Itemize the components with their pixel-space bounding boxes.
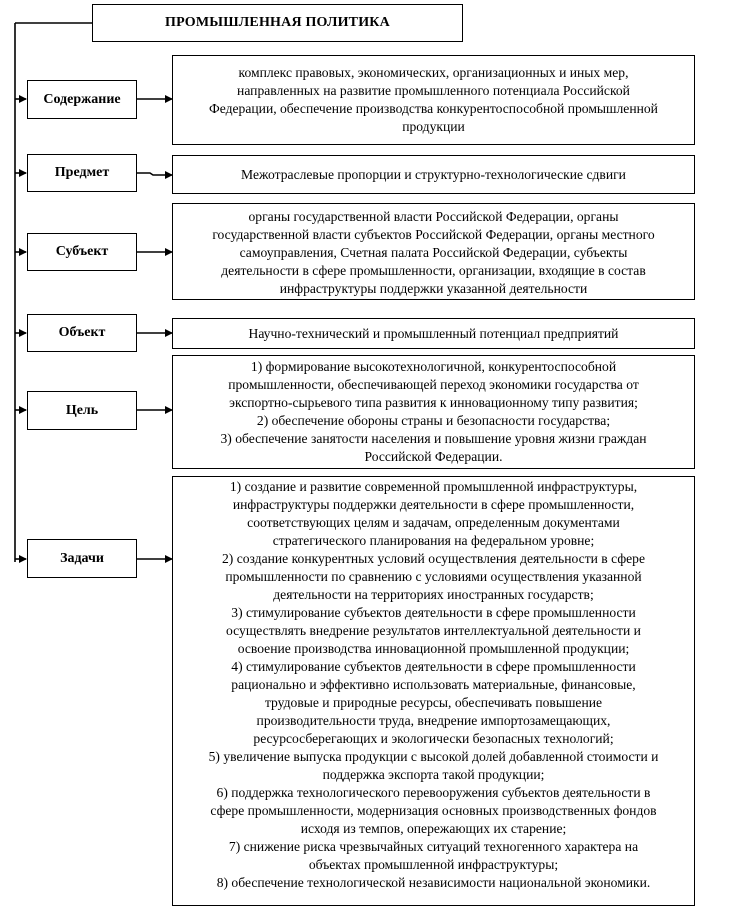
content-line: 2) создание конкурентных условий осущест… xyxy=(222,551,645,566)
content-line: сфере промышленности, модернизация основ… xyxy=(210,803,657,818)
content-line: органы государственной власти Российской… xyxy=(248,209,619,224)
label-tsel: Цель xyxy=(27,391,137,430)
content-line: инфраструктуры поддержки деятельности в … xyxy=(232,497,635,512)
content-line: государственной власти субъектов Российс… xyxy=(212,227,655,242)
content-line: 8) обеспечение технологической независим… xyxy=(216,875,651,890)
link-arrow-2 xyxy=(137,171,173,179)
content-line: продукции xyxy=(402,119,465,134)
content-line: промышленности, обеспечивающей переход э… xyxy=(228,377,639,392)
content-line: самоуправления, Счетная палата Российско… xyxy=(239,245,628,260)
content-tsel: 1) формирование высокотехнологичной, кон… xyxy=(172,355,695,469)
content-line: деятельности на территориях иностранных … xyxy=(273,587,594,602)
content-line: промышленности по сравнению с условиями … xyxy=(225,569,642,584)
content-zadachi: 1) создание и развитие современной промы… xyxy=(172,476,695,906)
content-subekt: органы государственной власти Российской… xyxy=(172,203,695,300)
content-line: 2) обеспечение обороны страны и безопасн… xyxy=(256,413,611,428)
label-predmet: Предмет xyxy=(27,154,137,192)
content-line: 1) формирование высокотехнологичной, кон… xyxy=(250,359,617,374)
content-line: направленных на развитие промышленного п… xyxy=(237,83,630,98)
label-obekt: Объект xyxy=(27,314,137,352)
content-line: 3) стимулирование субъектов деятельности… xyxy=(231,605,636,620)
content-line: комплекс правовых, экономических, органи… xyxy=(238,65,629,80)
content-line: 5) увеличение выпуска продукции с высоко… xyxy=(208,749,659,764)
label-subekt: Субъект xyxy=(27,233,137,271)
content-line: ресурсосберегающих и экологически безопа… xyxy=(253,731,614,746)
content-soderzhanie: комплекс правовых, экономических, органи… xyxy=(172,55,695,145)
content-line: 1) создание и развитие современной промы… xyxy=(229,479,638,494)
content-line: 6) поддержка технологического перевооруж… xyxy=(216,785,651,800)
content-line: стратегического планирования на федераль… xyxy=(272,533,595,548)
content-line: 7) снижение риска чрезвычайных ситуаций … xyxy=(228,839,639,854)
label-soderzhanie: Содержание xyxy=(27,80,137,119)
content-line: Российской Федерации. xyxy=(364,449,503,464)
content-line: рационально и эффективно использовать ма… xyxy=(231,677,636,692)
content-line: соответствующих целям и задачам, определ… xyxy=(247,515,620,530)
content-line: поддержка экспорта такой продукции; xyxy=(322,767,545,782)
label-zadachi: Задачи xyxy=(27,539,137,578)
content-line: 3) обеспечение занятости населения и пов… xyxy=(220,431,647,446)
content-line: исходя из темпов, опережающих их старени… xyxy=(300,821,567,836)
content-line: экспортно-сырьевого типа развития к инно… xyxy=(229,395,638,410)
content-line: инфраструктуры поддержки указанной деяте… xyxy=(279,281,588,296)
content-line: объектах промышленной инфраструктуры; xyxy=(308,857,559,872)
content-line: трудовые и природные ресурсы, обеспечива… xyxy=(264,695,603,710)
content-predmet: Межотраслевые пропорции и структурно-тех… xyxy=(172,155,695,194)
content-line: производительности труда, внедрение импо… xyxy=(256,713,611,728)
content-obekt: Научно-технический и промышленный потенц… xyxy=(172,318,695,349)
content-line: деятельности в сфере промышленности, орг… xyxy=(221,263,646,278)
diagram-title: ПРОМЫШЛЕННАЯ ПОЛИТИКА xyxy=(92,4,463,42)
content-line: осуществлять внедрение результатов интел… xyxy=(226,623,641,638)
content-line: Федерации, обеспечение производства конк… xyxy=(209,101,658,116)
content-line: освоение производства инновационной пром… xyxy=(237,641,630,656)
content-line: 4) стимулирование субъектов деятельности… xyxy=(231,659,636,674)
